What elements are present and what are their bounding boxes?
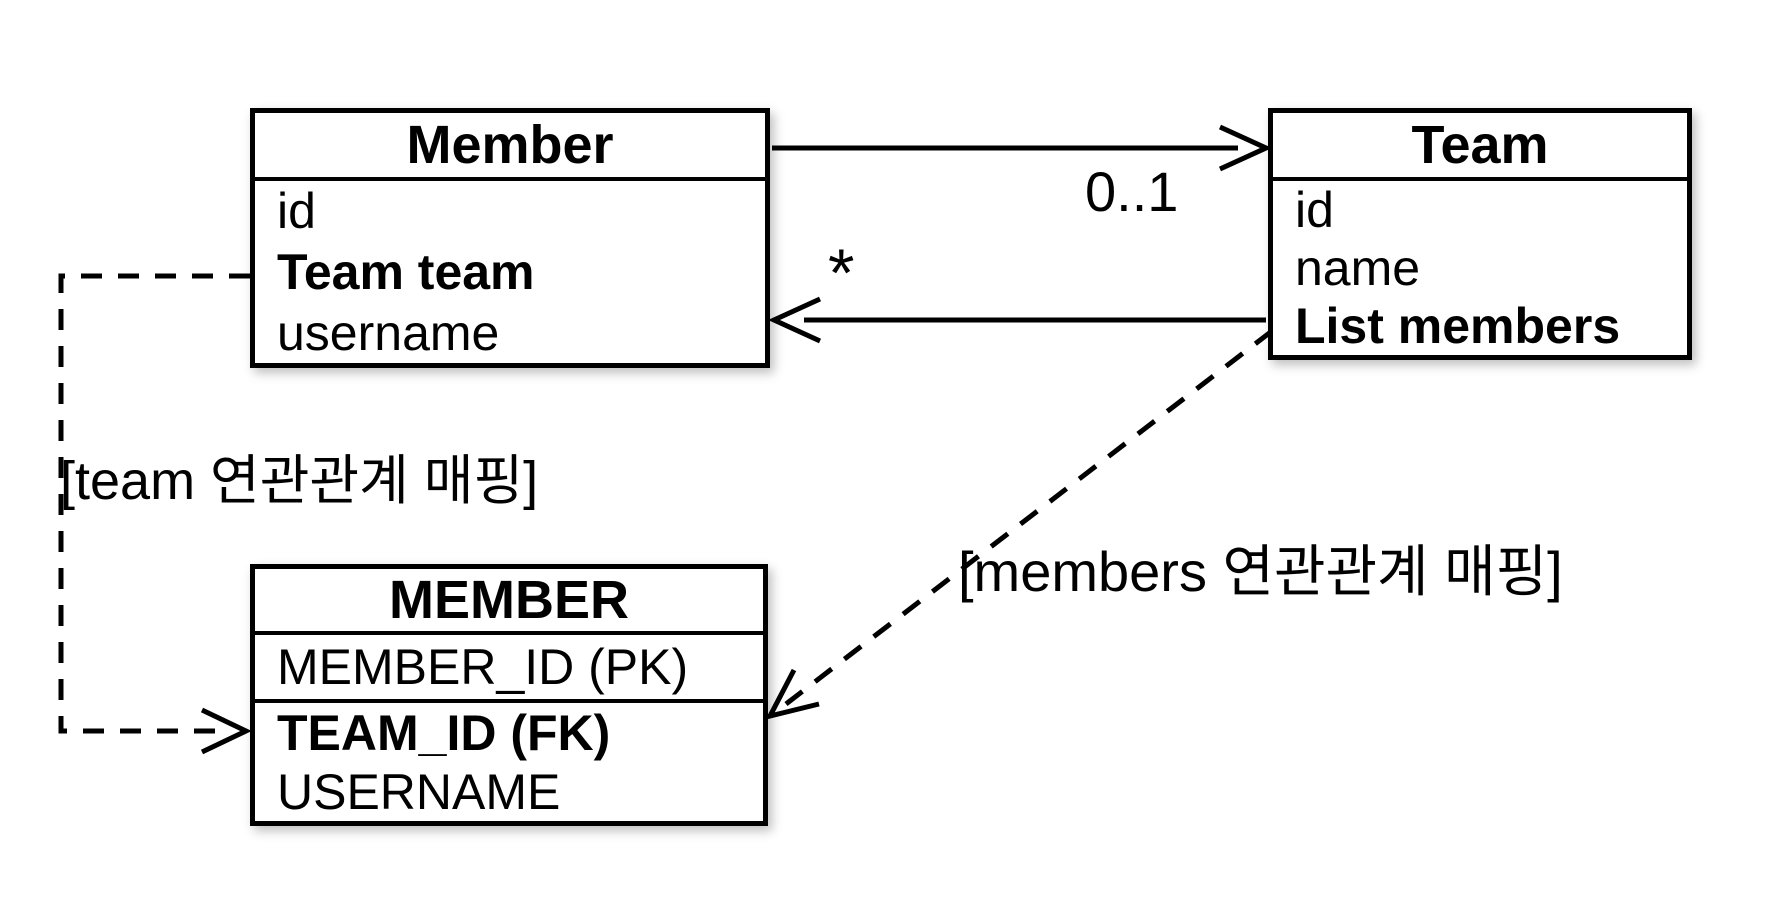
arrowhead-to-team-icon [1218, 124, 1273, 172]
member-class-box: Member id Team team username [250, 108, 770, 368]
members-mapping-dashed-line [784, 329, 1274, 706]
compartment-divider [1273, 177, 1687, 181]
team-mapping-label: [team 연관관계 매핑] [60, 451, 539, 511]
member-table-fields: MEMBER_ID (PK) TEAM_ID (FK) USERNAME [255, 635, 763, 821]
team-class-box: Team id name List members [1268, 108, 1692, 360]
team-class-title: Team [1411, 115, 1549, 175]
team-class-fields: id name List members [1273, 181, 1687, 355]
member-field-username: username [277, 304, 500, 361]
arrowhead-to-member-table-icon [765, 668, 820, 720]
members-mapping-label: [members 연관관계 매핑] [958, 540, 1563, 603]
member-table-field-username: USERNAME [277, 763, 561, 820]
member-field-id: id [277, 183, 316, 240]
multiplicity-to-member-label: * [828, 235, 855, 311]
team-field-name: name [1295, 240, 1421, 296]
member-field-team: Team team [277, 244, 535, 300]
member-class-fields: id Team team username [255, 181, 765, 363]
team-field-id: id [1295, 182, 1334, 238]
member-class-title: Member [406, 115, 614, 175]
compartment-divider [255, 699, 763, 703]
member-table-field-team-id: TEAM_ID (FK) [277, 704, 611, 761]
multiplicity-to-team-label: 0..1 [1085, 160, 1179, 223]
team-field-members: List members [1295, 298, 1621, 354]
arrowhead-to-team-id-icon [200, 707, 252, 755]
member-table-title: MEMBER [389, 570, 629, 630]
compartment-divider [255, 631, 763, 635]
member-table-box: MEMBER MEMBER_ID (PK) TEAM_ID (FK) USERN… [250, 564, 768, 826]
member-table-field-member-id: MEMBER_ID (PK) [277, 639, 689, 695]
compartment-divider [255, 177, 765, 181]
arrowhead-to-member-icon [767, 296, 822, 344]
